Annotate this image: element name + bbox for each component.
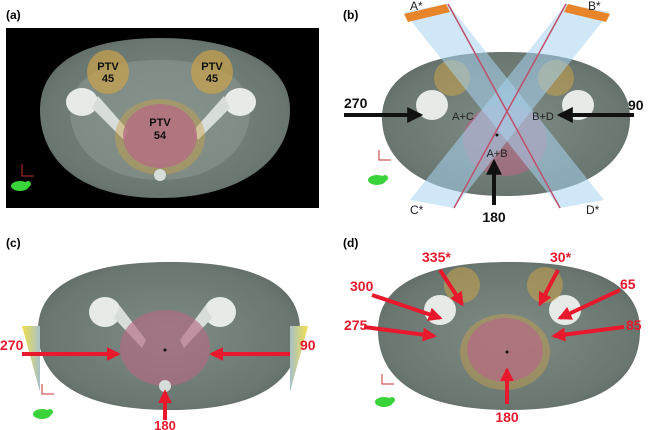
panel-a: PTV 45 PTV 45 PTV 54 xyxy=(6,28,319,208)
orientation-marker xyxy=(41,384,54,395)
ptv-center-dose: 54 xyxy=(154,130,167,142)
angle-180-label: 180 xyxy=(495,409,519,425)
wedge-right xyxy=(290,326,308,392)
region-b-d-label: B+D xyxy=(532,111,554,123)
angle-90-label: 90 xyxy=(300,337,316,353)
angle-300-label: 300 xyxy=(350,278,374,294)
angle-65-label: 65 xyxy=(620,276,636,292)
beam-arrow-300 xyxy=(371,293,443,322)
region-a-b-label: A+B xyxy=(486,148,507,160)
left-femoral-head xyxy=(66,88,98,116)
ptv-left-dose: 45 xyxy=(102,73,114,85)
patient-orientation-icon xyxy=(33,409,53,419)
panel-c: 270 90 180 xyxy=(0,262,316,430)
panel-a-label: (a) xyxy=(6,8,21,22)
orientation-marker xyxy=(378,150,391,161)
ptv-right-label: PTV xyxy=(201,61,223,73)
beam-arrow-30 xyxy=(538,269,560,307)
angle-30-label: 30* xyxy=(550,249,572,265)
wedge-a xyxy=(404,4,450,22)
beam-d-label: D* xyxy=(586,203,600,217)
angle-180-label: 180 xyxy=(154,418,176,430)
region-a-c-label: A+C xyxy=(452,111,474,123)
beam-arrow-335 xyxy=(438,268,464,307)
wedge-left xyxy=(22,326,40,392)
panel-c-label: (c) xyxy=(6,236,21,250)
beam-arrow-275 xyxy=(363,325,437,342)
orientation-marker xyxy=(381,374,394,385)
ptv-center-label: PTV xyxy=(149,117,171,129)
angle-90-label: 90 xyxy=(628,97,644,113)
ptv-center-contour xyxy=(467,318,543,382)
right-femoral-head xyxy=(224,88,256,116)
beam-arrow-65 xyxy=(557,288,621,320)
angle-275-label: 275 xyxy=(344,317,368,333)
beam-a-label: A* xyxy=(410,0,423,13)
ptv-right-dose: 45 xyxy=(206,73,218,85)
ptv-center-contour xyxy=(123,104,197,168)
beam-b-label: B* xyxy=(588,0,601,13)
ptv-center-contour xyxy=(120,310,210,386)
angle-270-label: 270 xyxy=(344,95,368,111)
ptv-left-label: PTV xyxy=(97,61,119,73)
angle-270-label: 270 xyxy=(0,337,24,353)
patient-orientation-icon xyxy=(368,175,388,185)
ptv-left-contour xyxy=(87,50,129,94)
orientation-marker xyxy=(21,164,34,177)
panel-b-label: (b) xyxy=(343,8,359,22)
angle-180-label: 180 xyxy=(482,209,506,225)
panel-d: 300 335* 30* 65 275 85 180 xyxy=(344,249,642,425)
angle-335-label: 335* xyxy=(422,249,451,265)
angle-85-label: 85 xyxy=(626,317,642,333)
ptv-right-contour xyxy=(191,50,233,94)
panel-d-label: (d) xyxy=(343,236,359,250)
beam-arrow-85 xyxy=(551,325,625,342)
panel-b: A* B* C* D* 270 90 180 A+C B+D A+B xyxy=(344,0,644,225)
beam-c-label: C* xyxy=(410,203,424,217)
patient-orientation-icon xyxy=(375,397,395,407)
wedge-b xyxy=(564,4,610,22)
patient-orientation-icon xyxy=(11,181,31,191)
